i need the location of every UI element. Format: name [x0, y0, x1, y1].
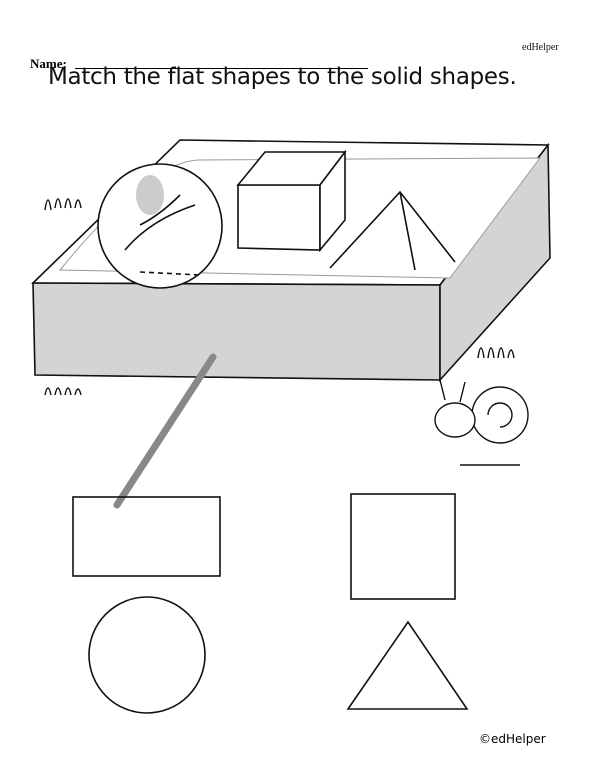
circle-shape[interactable] — [88, 596, 206, 714]
grass-decoration — [44, 198, 515, 396]
square-shape[interactable] — [350, 493, 456, 600]
triangle-shape[interactable] — [346, 620, 469, 710]
name-field[interactable] — [75, 68, 368, 69]
brand-label: edHelper — [522, 42, 559, 53]
name-label: Name: — [30, 56, 67, 71]
match-line — [113, 353, 217, 509]
rectangle-shape[interactable] — [72, 496, 221, 577]
worksheet-title: Match the flat shapes to the solid shape… — [48, 64, 517, 90]
copyright-label: ©edHelper — [479, 732, 546, 746]
cube-solid[interactable] — [236, 149, 347, 253]
sphere-solid[interactable] — [97, 163, 223, 289]
snail-illustration — [434, 379, 529, 466]
pyramid-solid[interactable] — [329, 190, 456, 271]
